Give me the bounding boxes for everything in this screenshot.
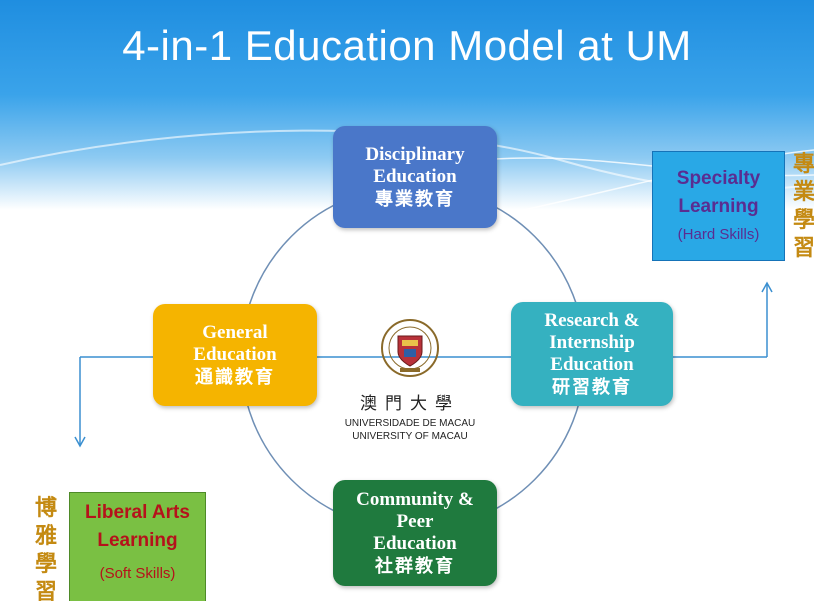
research-label-2: Internship <box>549 332 635 353</box>
liberal-vchar: 習 <box>34 579 57 601</box>
liberal-label-2: Learning <box>97 530 178 551</box>
community-label-2: Peer <box>396 511 434 532</box>
community-label-cn: 社群教育 <box>375 556 455 576</box>
research-label-3: Education <box>550 354 634 375</box>
specialty-vchar: 專 <box>792 151 814 176</box>
disciplinary-label-1: Disciplinary <box>365 144 465 165</box>
community-label-1: Community & <box>356 489 474 510</box>
research-label-1: Research & <box>544 310 640 331</box>
logo-english-name: UNIVERSITY OF MACAU <box>352 431 468 442</box>
liberal-vertical-text: 博 雅 學 習 <box>33 494 59 601</box>
research-internship-education-box: Research & Internship Education 研習教育 <box>511 302 673 406</box>
community-peer-education-box: Community & Peer Education 社群教育 <box>333 480 497 586</box>
liberal-arts-learning-box: Liberal Arts Learning (Soft Skills) <box>69 492 206 601</box>
specialty-subtitle: (Hard Skills) <box>677 226 760 243</box>
general-label-1: General <box>202 322 268 343</box>
general-label-cn: 通識教育 <box>195 367 275 387</box>
liberal-subtitle: (Soft Skills) <box>99 565 176 582</box>
disciplinary-education-box: Disciplinary Education 專業教育 <box>333 126 497 228</box>
specialty-vchar: 學 <box>792 207 814 232</box>
up-arrow-head <box>761 281 773 293</box>
disciplinary-label-cn: 專業教育 <box>375 189 455 209</box>
liberal-vchar: 博 <box>34 495 57 520</box>
specialty-learning-box: Specialty Learning (Hard Skills) <box>652 151 785 261</box>
slide-title: 4-in-1 Education Model at UM <box>122 22 692 69</box>
general-label-2: Education <box>193 344 277 365</box>
university-crest-icon <box>381 319 439 377</box>
community-label-3: Education <box>373 533 457 554</box>
specialty-label-1: Specialty <box>676 168 761 189</box>
specialty-vchar: 習 <box>792 235 814 260</box>
specialty-label-2: Learning <box>678 196 759 217</box>
specialty-vchar: 業 <box>792 179 814 204</box>
general-education-box: General Education 通識教育 <box>153 304 317 406</box>
university-logo: 澳門大學 UNIVERSIDADE DE MACAU UNIVERSITY OF… <box>340 316 480 442</box>
liberal-vchar: 雅 <box>34 523 57 548</box>
research-label-cn: 研習教育 <box>552 377 632 397</box>
specialty-vertical-text: 專 業 學 習 <box>791 150 814 262</box>
disciplinary-label-2: Education <box>373 166 457 187</box>
down-arrow-head <box>74 436 86 448</box>
liberal-label-1: Liberal Arts <box>85 502 190 523</box>
logo-portuguese-name: UNIVERSIDADE DE MACAU <box>344 418 476 429</box>
logo-chinese-name: 澳門大學 <box>360 394 460 413</box>
liberal-vchar: 學 <box>34 551 57 576</box>
